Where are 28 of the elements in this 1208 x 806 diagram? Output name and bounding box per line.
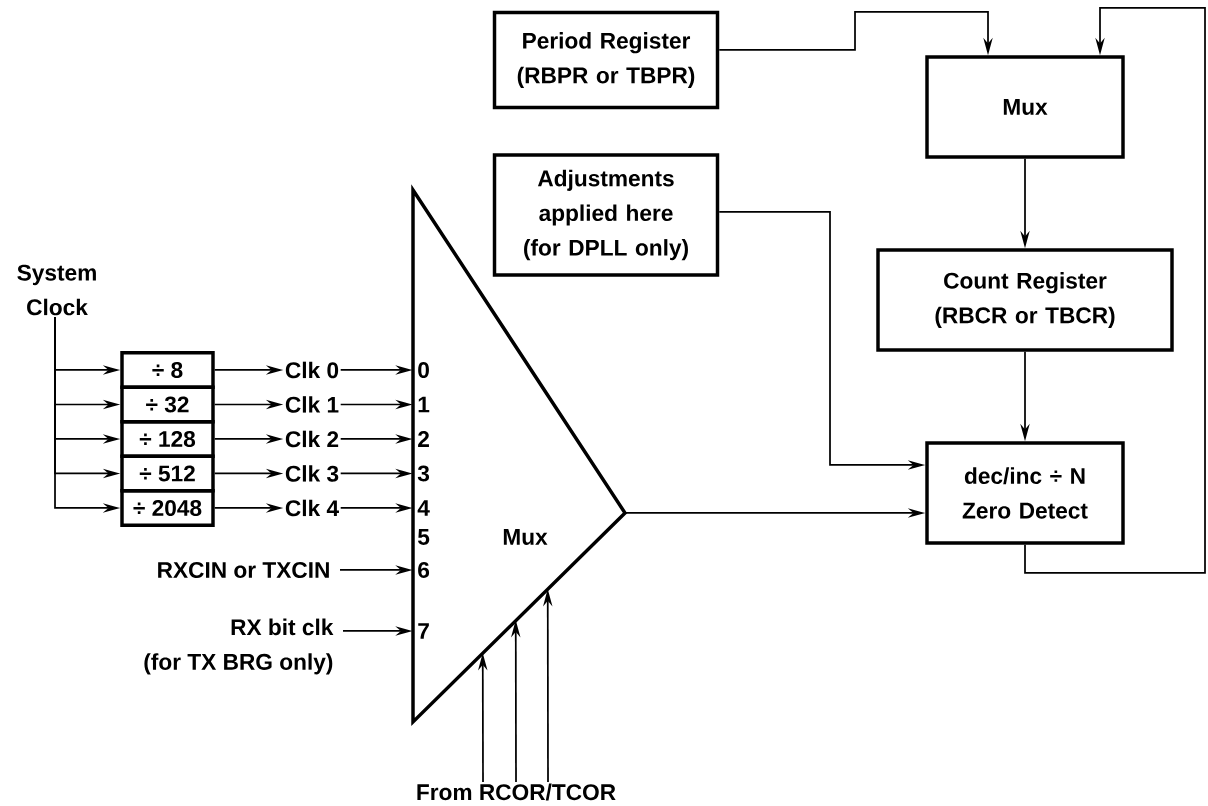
block-box: dec/inc ÷ N Zero Detect bbox=[925, 441, 1125, 545]
input-number: 2 bbox=[418, 431, 429, 447]
input-number: 6 bbox=[418, 561, 430, 578]
input-number: 5 bbox=[417, 529, 430, 545]
signal-label: Clk 4 bbox=[285, 499, 339, 517]
divider-cell: ÷ 512 bbox=[120, 454, 215, 493]
block-box: Mux bbox=[925, 55, 1125, 159]
block-box: Count Register (RBCR or TBCR) bbox=[876, 248, 1174, 352]
signal-label: Clk 2 bbox=[285, 430, 339, 448]
input-number: 4 bbox=[417, 500, 430, 516]
input-number: 1 bbox=[418, 396, 430, 413]
input-number: 0 bbox=[418, 361, 429, 378]
signal-label: Clk 1 bbox=[285, 396, 339, 413]
divider-cell: ÷ 128 bbox=[120, 420, 215, 458]
signal-label: System Clock bbox=[17, 264, 96, 316]
arrow bbox=[1024, 7, 1206, 574]
signal-label: RX bit clk (for TX BRG only) bbox=[144, 618, 334, 675]
input-number: 7 bbox=[418, 623, 429, 639]
signal-label: From RCOR/TCOR bbox=[417, 783, 616, 801]
divider-cell: ÷ 32 bbox=[120, 385, 215, 424]
block-box: Period Register (RBPR or TBPR) bbox=[492, 10, 720, 110]
divider-cell: ÷ 8 bbox=[120, 351, 215, 389]
signal-label: Clk 3 bbox=[285, 465, 339, 482]
signal-label: Clk 0 bbox=[285, 361, 339, 379]
block-box: Adjustments applied here (for DPLL only) bbox=[492, 153, 720, 277]
signal-label: RXCIN or TXCIN bbox=[158, 561, 329, 578]
input-number: 3 bbox=[417, 465, 430, 482]
divider-cell: ÷ 2048 bbox=[120, 489, 215, 527]
